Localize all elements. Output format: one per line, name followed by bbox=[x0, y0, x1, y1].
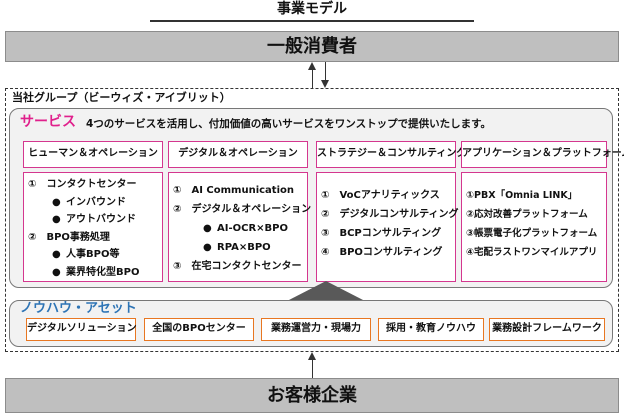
bullet-icon: ● bbox=[52, 214, 61, 225]
knowhow-item: 採用・教育ノウハウ bbox=[378, 318, 484, 341]
list-item: ● AI-OCR×BPO bbox=[173, 219, 303, 238]
service-heading-digital-operation: デジタル＆オペレーション bbox=[168, 141, 308, 168]
service-body-application-platform: ①PBX「Omnia LINK」 ②応対改善プラットフォーム ③帳票電子化プラッ… bbox=[461, 172, 607, 282]
list-item: ② デジタルコンサルティング bbox=[321, 209, 459, 220]
foundation-triangle-icon bbox=[287, 281, 365, 301]
list-item: ②応対改善プラットフォーム bbox=[466, 209, 588, 220]
list-item: ① コンタクトセンター bbox=[28, 179, 137, 190]
list-item-text: 人事BPO等 bbox=[66, 249, 120, 260]
client-band: お客様企業 bbox=[5, 378, 619, 413]
list-item: ● アウトバウンド bbox=[28, 211, 158, 229]
list-item-text: インバウンド bbox=[66, 196, 126, 208]
down-arrowhead-icon bbox=[321, 80, 329, 88]
up-arrow-line bbox=[312, 360, 313, 378]
list-item: ● 業界特化型BPO bbox=[28, 264, 158, 282]
service-heading-human-operation: ヒューマン＆オペレーション bbox=[23, 141, 163, 168]
knowhow-item: 業務運営力・現場力 bbox=[261, 318, 371, 341]
title-underline bbox=[150, 20, 474, 22]
list-item: ② デジタル＆オペレーション bbox=[173, 204, 312, 215]
up-arrowhead-icon bbox=[308, 62, 316, 70]
knowhow-label: ノウハウ・アセット bbox=[20, 301, 137, 316]
list-item-text: 業界特化型BPO bbox=[66, 266, 140, 278]
service-body-human-operation: ① コンタクトセンター ● インバウンド ● アウトバウンド ② BPO事務処理 ●… bbox=[23, 172, 163, 282]
list-item: ③ BCPコンサルティング bbox=[321, 228, 442, 239]
list-item: ③帳票電子化プラットフォーム bbox=[466, 228, 598, 239]
list-item: ①PBX「Omnia LINK」 bbox=[466, 190, 578, 201]
list-item: ③ 在宅コンタクトセンター bbox=[173, 261, 302, 272]
list-item-text: AI-OCR×BPO bbox=[217, 223, 288, 234]
knowhow-item: デジタルソリューション bbox=[26, 318, 137, 341]
up-arrowhead-icon bbox=[308, 352, 316, 360]
knowhow-item: 業務設計フレームワーク bbox=[489, 318, 605, 341]
list-item: ④ BPOコンサルティング bbox=[321, 247, 443, 258]
knowhow-item: 全国のBPOセンター bbox=[144, 318, 254, 341]
bullet-icon: ● bbox=[203, 242, 212, 253]
list-item: ① AI Communication bbox=[173, 185, 294, 196]
list-item: ● RPA×BPO bbox=[173, 238, 303, 257]
list-item: ④宅配ラストワンマイルアプリ bbox=[466, 247, 598, 258]
up-arrow-line bbox=[312, 70, 313, 88]
service-body-digital-operation: ① AI Communication ② デジタル＆オペレーション ● AI-OC… bbox=[168, 172, 312, 282]
group-label: 当社グループ（ビーウィズ・アイブリット） bbox=[12, 91, 231, 104]
service-heading-strategy-consulting: ストラテジー＆コンサルティング bbox=[316, 141, 466, 168]
service-heading-application-platform: アプリケーション＆プラットフォーム bbox=[461, 141, 624, 168]
diagram-title: 事業モデル bbox=[277, 1, 347, 17]
service-body-strategy-consulting: ① VoCアナリティックス ② デジタルコンサルティング ③ BCPコンサルティ… bbox=[316, 172, 459, 282]
services-label: サービス bbox=[20, 114, 76, 130]
bullet-icon: ● bbox=[52, 266, 61, 278]
group-boundary bbox=[5, 88, 619, 352]
list-item: ② BPO事務処理 bbox=[28, 231, 110, 243]
consumer-band: 一般消費者 bbox=[5, 31, 619, 62]
down-arrow-line bbox=[325, 62, 326, 80]
list-item-text: アウトバウンド bbox=[66, 214, 136, 225]
list-item: ● インバウンド bbox=[28, 194, 158, 212]
bullet-icon: ● bbox=[203, 223, 212, 234]
list-item-text: RPA×BPO bbox=[217, 242, 271, 253]
bullet-icon: ● bbox=[52, 196, 61, 208]
list-item: ● 人事BPO等 bbox=[28, 246, 158, 264]
list-item: ① VoCアナリティックス bbox=[321, 190, 440, 201]
bullet-icon: ● bbox=[52, 249, 61, 260]
services-description: 4つのサービスを活用し、付加価値の高いサービスをワンストップで提供いたします。 bbox=[86, 118, 492, 130]
